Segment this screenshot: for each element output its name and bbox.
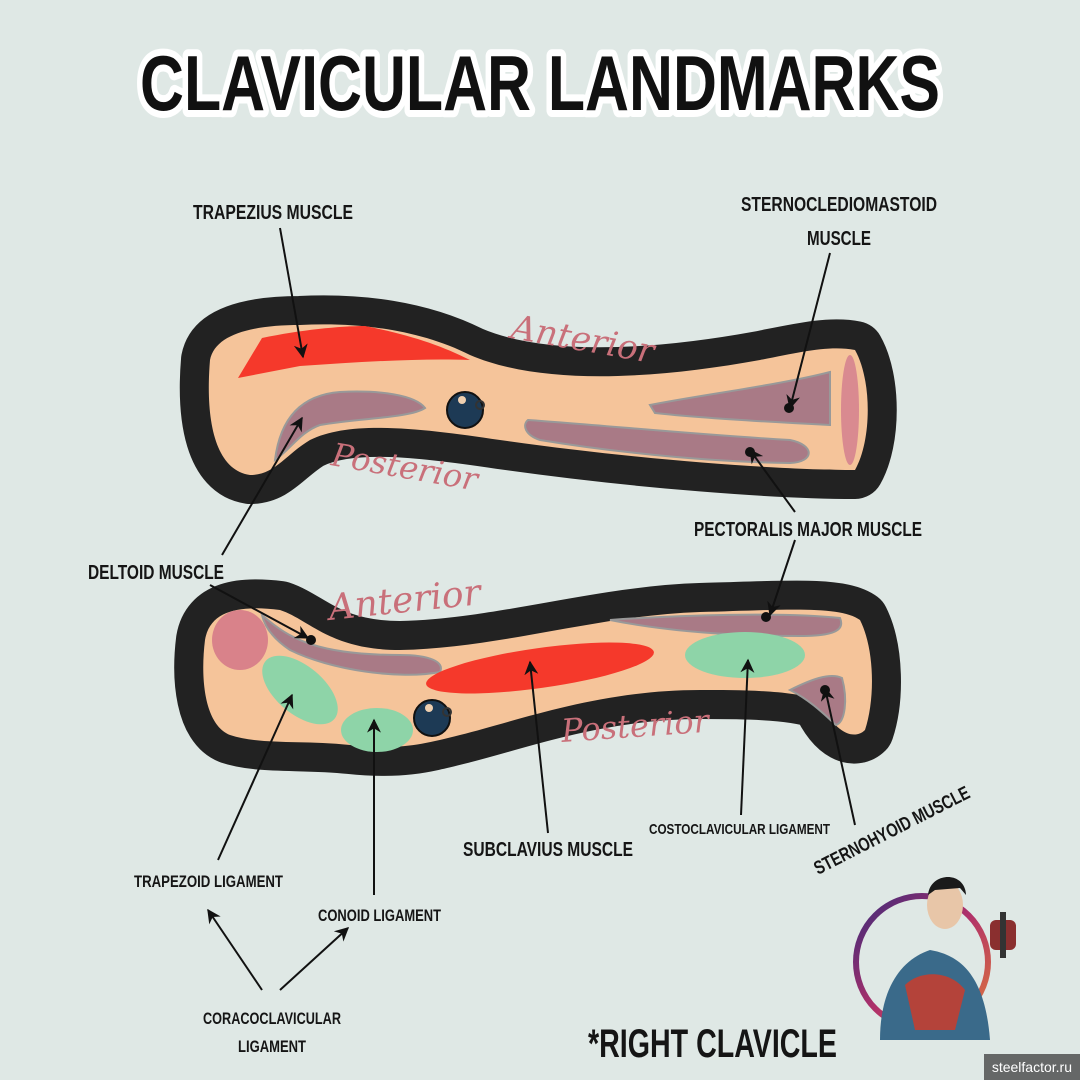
trapezius-attachment — [238, 326, 470, 378]
arrow-coracoclavicular-trapezoid — [207, 908, 263, 991]
label-sternocleidomastoid: STERNOCLEDIOMASTOID — [741, 194, 937, 216]
sternocleidomastoid-attachment — [648, 370, 831, 427]
watermark: steelfactor.ru — [983, 1054, 1080, 1080]
label-pectoralis-major: PECTORALIS MAJOR MUSCLE — [694, 519, 922, 541]
leader-arrows — [207, 227, 856, 991]
brand-logo-icon — [853, 876, 1016, 1040]
arrow-pectoralis-upper — [749, 448, 796, 513]
arrow-costoclavicular — [740, 658, 755, 816]
label-deltoid: DELTOID MUSCLE — [88, 562, 224, 584]
arrow-deltoid-lower — [209, 584, 310, 639]
label-sternohyoid: STERNOHYOID MUSCLE — [811, 783, 974, 880]
arrow-deltoid-upper — [221, 416, 303, 556]
attachment-dots — [306, 403, 830, 695]
label-sternocleidomastoid-line2: MUSCLE — [807, 228, 871, 250]
logo-small-icon — [446, 391, 485, 429]
clavicle-superior-view: Anterior Posterior — [179, 295, 897, 504]
label-subclavius: SUBCLAVIUS MUSCLE — [463, 839, 633, 861]
label-trapezius: TRAPEZIUS MUSCLE — [193, 202, 353, 224]
arrow-pectoralis-lower — [767, 539, 796, 617]
subclavius-attachment — [426, 642, 654, 694]
conoid-ligament-area — [341, 708, 413, 752]
label-coracoclavicular: CORACOCLAVICULAR — [203, 1009, 341, 1028]
arrow-sternocleidomastoid — [786, 252, 831, 410]
deltoid-attachment — [273, 390, 427, 463]
sternal-end — [841, 355, 859, 465]
acromial-end — [212, 610, 268, 670]
clavicle-inferior-view: Anterior Posterior — [174, 572, 901, 776]
pectoralis-attachment — [524, 418, 810, 465]
logo-small-icon — [413, 699, 452, 737]
costoclavicular-ligament-area — [685, 632, 805, 678]
arrow-subclavius — [524, 660, 549, 834]
label-conoid: CONOID LIGAMENT — [318, 906, 441, 925]
pectoralis-attachment — [609, 613, 843, 638]
label-trapezoid: TRAPEZOID LIGAMENT — [134, 872, 283, 891]
trapezoid-ligament-area — [262, 655, 338, 725]
arrow-sternohyoid — [820, 686, 856, 826]
arrow-trapezius — [279, 227, 308, 359]
page-title: CLAVICULAR LANDMARKS — [140, 39, 940, 127]
arrow-trapezoid — [217, 693, 294, 861]
footnote-right-clavicle: *RIGHT CLAVICLE — [588, 1022, 837, 1066]
label-costoclavicular: COSTOCLAVICULAR LIGAMENT — [649, 821, 830, 838]
arrow-coracoclavicular-conoid — [279, 927, 350, 991]
label-coracoclavicular-line2: LIGAMENT — [238, 1037, 306, 1056]
